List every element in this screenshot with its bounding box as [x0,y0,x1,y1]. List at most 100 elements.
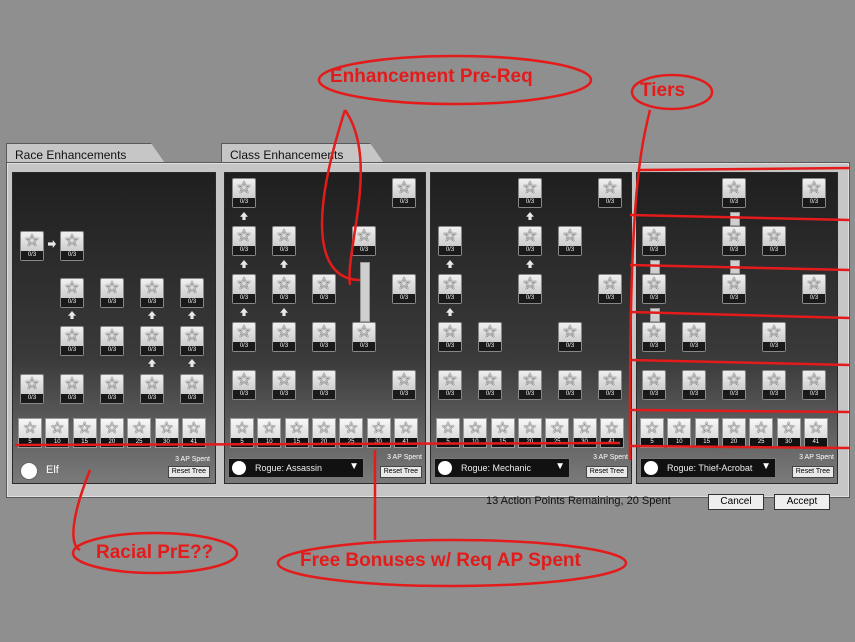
enhancement-node[interactable]: ☆0/3 [598,274,622,304]
enhancement-node[interactable]: ☆0/3 [60,278,84,308]
star-icon: ☆ [646,226,662,245]
enhancement-node[interactable]: ☆0/3 [20,231,44,261]
enhancement-node[interactable]: ☆0/3 [392,274,416,304]
enhancement-node[interactable]: ☆0/3 [478,322,502,352]
reset-tree-button[interactable]: Reset Tree [791,466,834,478]
enhancement-node[interactable]: ☆0/3 [272,370,296,400]
star-icon: ☆ [562,226,578,245]
enhancement-node[interactable]: ☆0/3 [232,322,256,352]
enhancement-node[interactable]: ☆0/3 [682,370,706,400]
radio-icon[interactable] [644,461,658,475]
tab-race-enhancements[interactable]: Race Enhancements [6,143,167,166]
tree-select-dropdown[interactable]: Rogue: Assassin▼ [228,458,364,478]
enhancement-node[interactable]: ☆0/3 [762,226,786,256]
enhancement-node[interactable]: ☆0/3 [438,370,462,400]
enhancement-node[interactable]: ☆0/3 [60,326,84,356]
enhancement-node[interactable]: ☆0/3 [722,370,746,400]
radio-icon[interactable] [20,462,38,480]
enhancement-node[interactable]: ☆0/3 [312,370,336,400]
enhancement-node[interactable]: ☆0/3 [272,274,296,304]
enhancement-node[interactable]: ☆0/3 [140,278,164,308]
enhancement-node[interactable]: ☆0/3 [682,322,706,352]
free-bonus-tier: ☆20 [721,418,746,448]
enhancement-node[interactable]: ☆0/3 [802,274,826,304]
race-reset-tree-button[interactable]: Reset Tree [167,466,210,478]
tree-select-dropdown[interactable]: Rogue: Mechanic▼ [434,458,570,478]
enhancement-node[interactable]: ☆0/3 [60,231,84,261]
enhancement-node[interactable]: ☆0/3 [518,274,542,304]
enhancement-node[interactable]: ☆0/3 [392,178,416,208]
enhancement-node[interactable]: ☆0/3 [558,322,582,352]
rank-count: 0/3 [61,251,83,260]
star-icon: ☆ [132,420,147,437]
enhancement-node[interactable]: ☆0/3 [100,278,124,308]
rank-count: 0/3 [599,198,621,207]
enhancement-node[interactable]: ☆0/3 [802,370,826,400]
free-bonus-tier: ☆41 [803,418,828,448]
radio-icon[interactable] [232,461,246,475]
reset-tree-button[interactable]: Reset Tree [379,466,422,478]
enhancement-node[interactable]: ☆0/3 [642,226,666,256]
enhancement-node[interactable]: ☆0/3 [312,274,336,304]
star-icon: ☆ [144,374,160,393]
enhancement-node[interactable]: ☆0/3 [518,178,542,208]
enhancement-node[interactable]: ☆0/3 [558,226,582,256]
star-icon: ☆ [262,420,277,437]
enhancement-node[interactable]: ☆0/3 [60,374,84,404]
rank-count: 0/3 [643,246,665,255]
enhancement-node[interactable]: ☆0/3 [180,278,204,308]
enhancement-node[interactable]: ☆0/3 [598,178,622,208]
enhancement-node[interactable]: ☆0/3 [232,178,256,208]
enhancement-node[interactable]: ☆0/3 [438,322,462,352]
enhancement-node[interactable]: ☆0/3 [100,326,124,356]
free-bonus-tier: ☆20 [99,418,124,448]
star-icon: ☆ [24,374,40,393]
radio-icon[interactable] [438,461,452,475]
rank-count: 0/3 [763,342,785,351]
enhancement-node[interactable]: ☆0/3 [100,374,124,404]
enhancement-node[interactable]: ☆0/3 [518,370,542,400]
enhancement-node[interactable]: ☆0/3 [140,374,164,404]
arrow-up-icon [446,260,454,268]
tree-select-dropdown[interactable]: Rogue: Thief-Acrobat▼ [640,458,776,478]
rank-count: 0/3 [313,390,335,399]
enhancement-node[interactable]: ☆0/3 [352,322,376,352]
enhancement-node[interactable]: ☆0/3 [598,370,622,400]
enhancement-node[interactable]: ☆0/3 [180,326,204,356]
accept-button[interactable]: Accept [774,494,830,510]
enhancement-node[interactable]: ☆0/3 [642,322,666,352]
enhancement-node[interactable]: ☆0/3 [438,274,462,304]
enhancement-node[interactable]: ☆0/3 [762,370,786,400]
enhancement-node[interactable]: ☆0/3 [438,226,462,256]
rank-count: 0/3 [643,342,665,351]
enhancement-node[interactable]: ☆0/3 [272,226,296,256]
star-icon: ☆ [806,370,822,389]
rank-count: 0/3 [803,198,825,207]
enhancement-node[interactable]: ☆0/3 [722,274,746,304]
enhancement-node[interactable]: ☆0/3 [272,322,296,352]
reset-tree-button[interactable]: Reset Tree [585,466,628,478]
enhancement-node[interactable]: ☆0/3 [642,370,666,400]
enhancement-node[interactable]: ☆0/3 [478,370,502,400]
enhancement-node[interactable]: ☆0/3 [232,226,256,256]
enhancement-node[interactable]: ☆0/3 [140,326,164,356]
enhancement-node[interactable]: ☆0/3 [232,274,256,304]
star-icon: ☆ [344,420,359,437]
enhancement-node[interactable]: ☆0/3 [232,370,256,400]
star-icon: ☆ [77,420,92,437]
enhancement-node[interactable]: ☆0/3 [180,374,204,404]
enhancement-node[interactable]: ☆0/3 [20,374,44,404]
enhancement-node[interactable]: ☆0/3 [722,178,746,208]
enhancement-node[interactable]: ☆0/3 [392,370,416,400]
enhancement-node[interactable]: ☆0/3 [722,226,746,256]
cancel-button[interactable]: Cancel [708,494,764,510]
star-icon: ☆ [482,370,498,389]
enhancement-node[interactable]: ☆0/3 [558,370,582,400]
enhancement-node[interactable]: ☆0/3 [642,274,666,304]
dropdown-caret-icon: ▼ [761,461,771,472]
enhancement-node[interactable]: ☆0/3 [312,322,336,352]
enhancement-node[interactable]: ☆0/3 [518,226,542,256]
enhancement-node[interactable]: ☆0/3 [762,322,786,352]
enhancement-node[interactable]: ☆0/3 [802,178,826,208]
